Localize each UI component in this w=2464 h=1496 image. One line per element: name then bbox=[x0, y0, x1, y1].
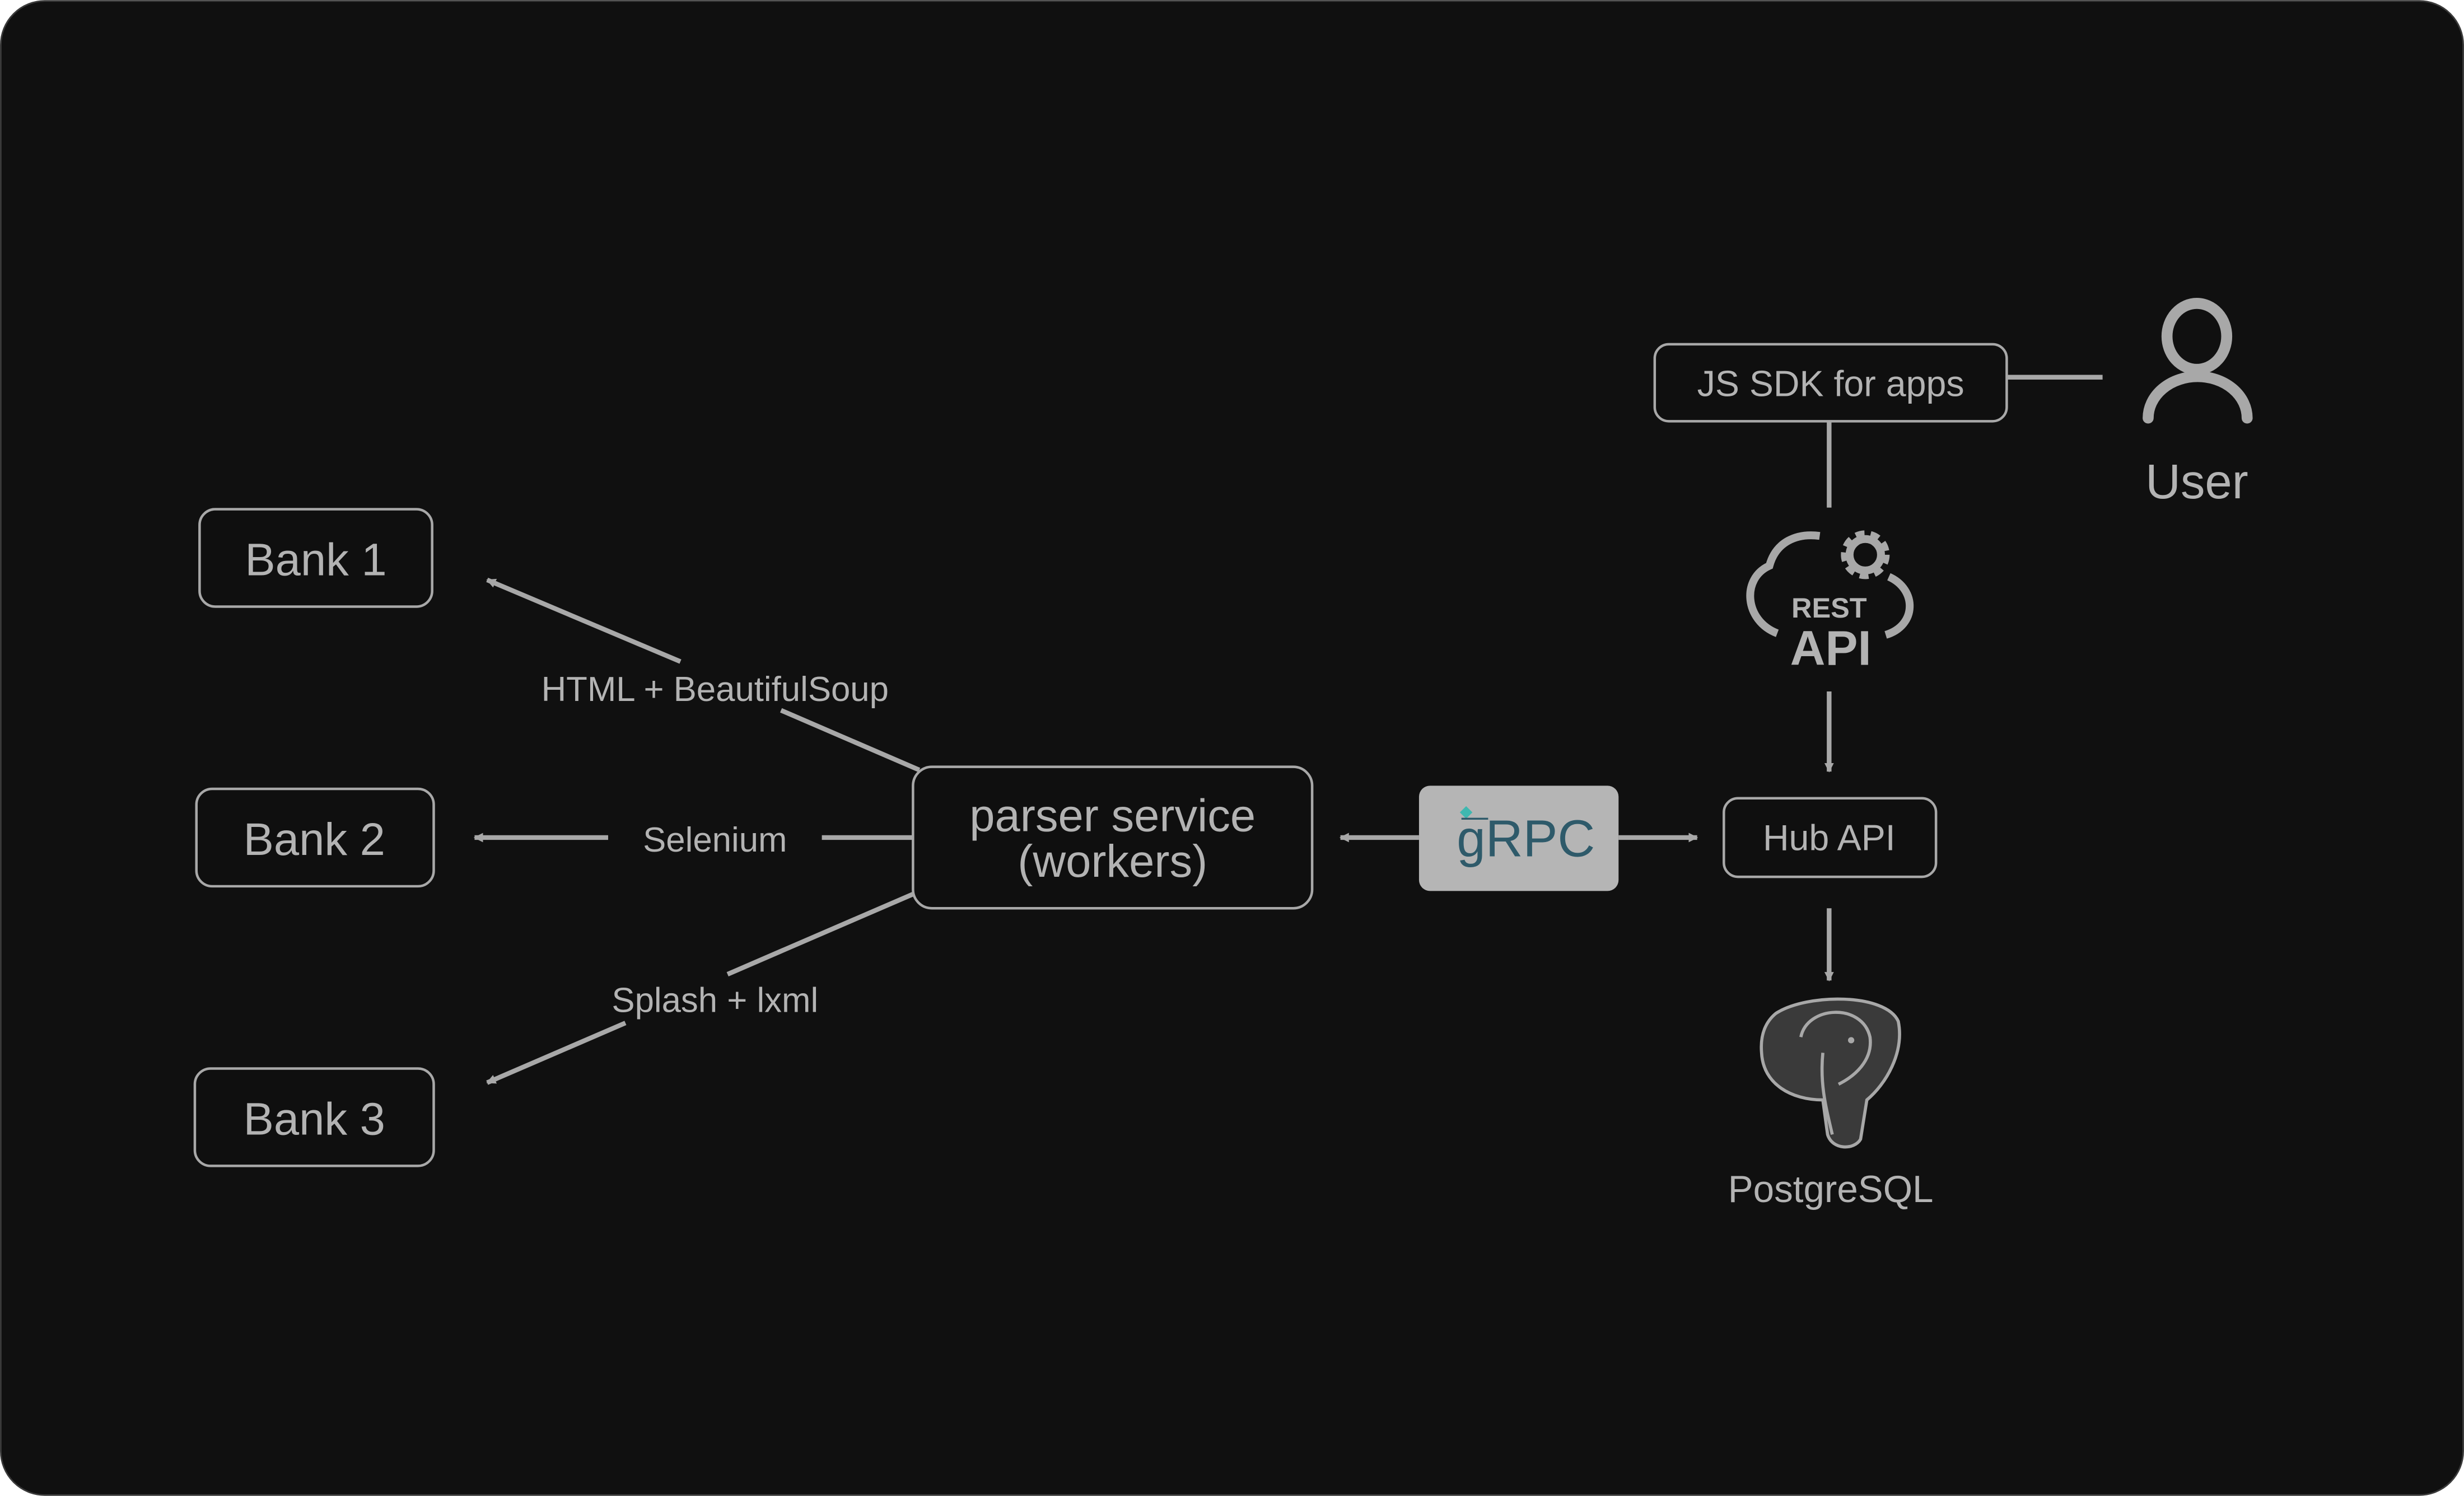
grpc-node: gRPC bbox=[1418, 786, 1619, 891]
edge-bank-2: Selenium bbox=[473, 821, 913, 859]
bank-1-node: Bank 1 bbox=[198, 508, 433, 608]
postgresql-elephant-icon bbox=[1760, 997, 1901, 1149]
user-label: User bbox=[2145, 455, 2248, 509]
rest-api-cloud-icon: REST API bbox=[1746, 530, 1914, 675]
gear-icon bbox=[1841, 530, 1890, 579]
user-icon bbox=[2143, 298, 2253, 424]
bank-3-node: Bank 3 bbox=[193, 1067, 435, 1167]
rest-label: REST bbox=[1791, 592, 1867, 624]
api-label: API bbox=[1790, 621, 1872, 675]
edge-label-html-beautifulsoup: HTML + BeautifulSoup bbox=[542, 670, 889, 709]
grpc-logo-arrow-icon bbox=[1459, 806, 1488, 820]
js-sdk-label: JS SDK for apps bbox=[1697, 363, 1964, 404]
parser-service-node: parser service (workers) bbox=[912, 765, 1314, 910]
edge-label-selenium: Selenium bbox=[643, 821, 787, 859]
parser-service-label: parser service bbox=[969, 791, 1256, 842]
bank-3-label: Bank 3 bbox=[244, 1093, 385, 1144]
bank-2-node: Bank 2 bbox=[195, 787, 435, 888]
hub-api-label: Hub API bbox=[1763, 817, 1896, 858]
hub-api-node: Hub API bbox=[1723, 797, 1938, 878]
bank-1-label: Bank 1 bbox=[245, 534, 386, 585]
edge-bank-1: HTML + BeautifulSoup bbox=[486, 577, 921, 773]
grpc-label: gRPC bbox=[1457, 810, 1595, 868]
edge-label-splash-lxml: Splash + lxml bbox=[612, 981, 818, 1020]
parser-workers-label: (workers) bbox=[1018, 836, 1207, 887]
bank-2-label: Bank 2 bbox=[244, 814, 385, 865]
postgresql-label: PostgreSQL bbox=[1728, 1168, 1934, 1210]
js-sdk-node: JS SDK for apps bbox=[1653, 343, 2008, 423]
edge-bank-3: Splash + lxml bbox=[486, 892, 914, 1085]
